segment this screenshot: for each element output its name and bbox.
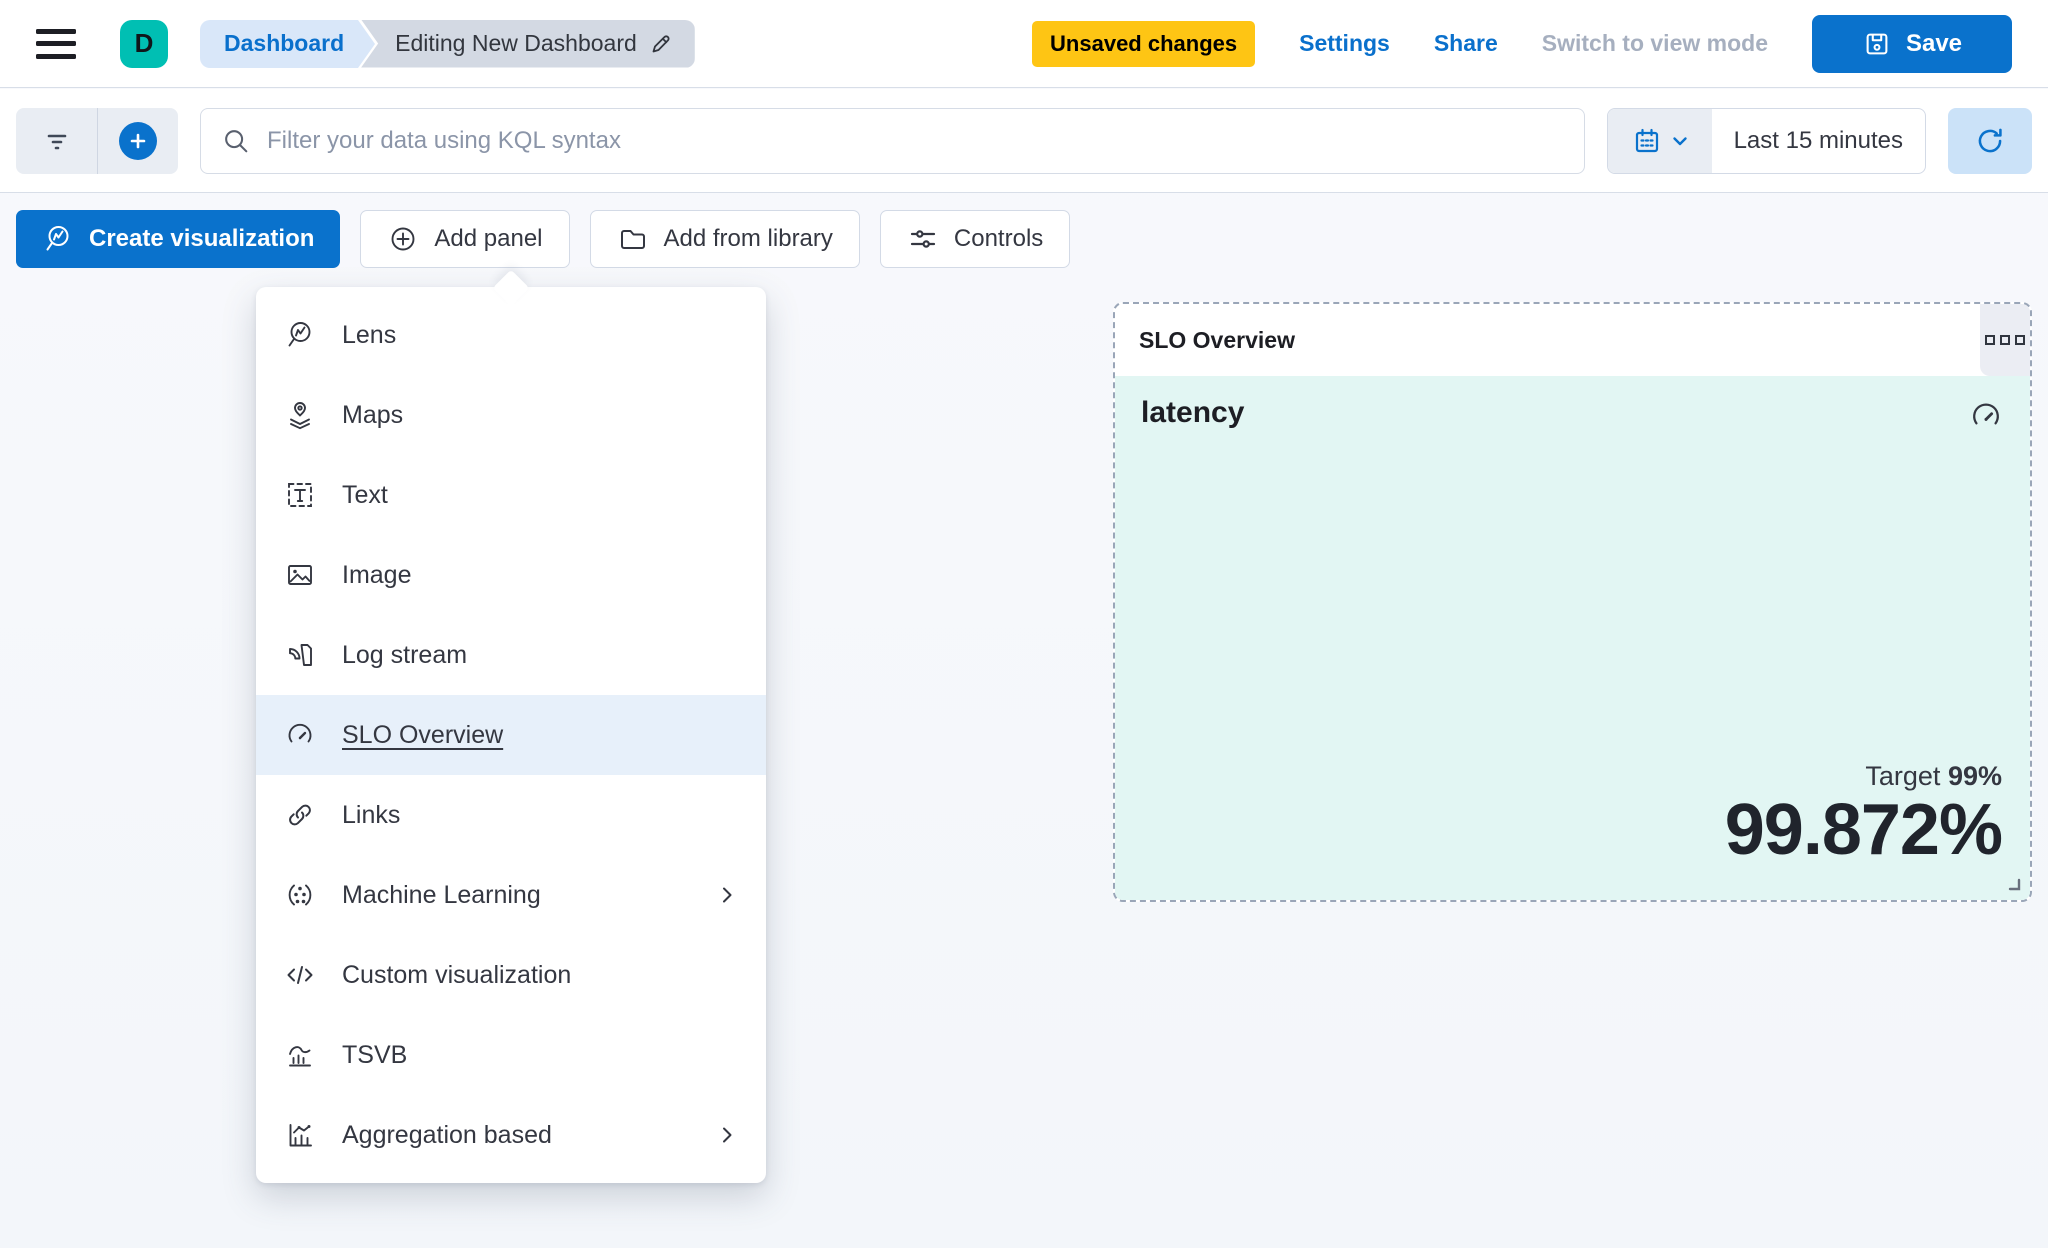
menu-item-label: Custom visualization xyxy=(342,960,572,989)
edit-toolbar: Create visualization Add panel Add from … xyxy=(16,210,1071,268)
date-picker-button[interactable] xyxy=(1607,108,1712,173)
menu-item-image[interactable]: Image xyxy=(256,535,766,615)
create-visualization-label: Create visualization xyxy=(89,225,315,252)
lens-icon xyxy=(284,319,316,351)
add-panel-menu: Lens Maps Text xyxy=(256,269,766,1183)
menu-item-label: Image xyxy=(342,560,412,589)
unsaved-changes-badge: Unsaved changes xyxy=(1032,20,1256,67)
controls-label: Controls xyxy=(953,225,1044,252)
slo-observed-value: 99.872% xyxy=(1724,790,2003,871)
add-from-library-button[interactable]: Add from library xyxy=(589,210,860,268)
machine-learning-icon xyxy=(284,879,316,911)
menu-item-tsvb[interactable]: TSVB xyxy=(256,1015,766,1095)
add-panel-label: Add panel xyxy=(434,225,543,252)
panel-resize-handle[interactable] xyxy=(2004,874,2022,892)
menu-item-label: Log stream xyxy=(342,640,468,669)
text-icon xyxy=(284,479,316,511)
chevron-right-icon xyxy=(716,884,738,906)
add-filter-button[interactable] xyxy=(97,107,178,174)
save-button-label: Save xyxy=(1905,29,1963,57)
time-picker: Last 15 minutes xyxy=(1606,107,1926,174)
panel-title: SLO Overview xyxy=(1139,326,1295,353)
gauge-icon xyxy=(284,719,316,751)
menu-item-label: SLO Overview xyxy=(342,720,504,749)
menu-item-custom-visualization[interactable]: Custom visualization xyxy=(256,935,766,1015)
menu-item-links[interactable]: Links xyxy=(256,775,766,855)
menu-item-slo-overview[interactable]: SLO Overview xyxy=(256,695,766,775)
tsvb-icon xyxy=(284,1039,316,1071)
save-floppy-icon xyxy=(1862,29,1892,59)
pencil-icon xyxy=(649,32,673,56)
breadcrumb-current-label: Editing New Dashboard xyxy=(395,30,637,56)
create-visualization-button[interactable]: Create visualization xyxy=(16,210,341,268)
kql-search-box xyxy=(200,107,1585,174)
filter-icon xyxy=(41,125,73,157)
link-icon xyxy=(284,799,316,831)
panel-options-button[interactable] xyxy=(1980,304,2030,376)
folder-icon xyxy=(617,223,649,255)
controls-sliders-icon xyxy=(907,223,939,255)
menu-hamburger-icon[interactable] xyxy=(36,28,76,59)
slo-metric-name: latency xyxy=(1141,396,1245,429)
top-bar-actions: Unsaved changes Settings Share Switch to… xyxy=(1032,14,2012,73)
plus-in-circle-icon xyxy=(387,223,419,255)
menu-item-label: Maps xyxy=(342,400,404,429)
breadcrumb-dashboard[interactable]: Dashboard xyxy=(200,19,359,68)
maps-icon xyxy=(284,399,316,431)
menu-item-label: Links xyxy=(342,800,401,829)
menu-item-label: Aggregation based xyxy=(342,1120,552,1149)
plus-icon xyxy=(119,121,157,160)
menu-item-label: TSVB xyxy=(342,1040,408,1069)
slo-values: Target 99% 99.872% xyxy=(1724,761,2003,871)
image-icon xyxy=(284,559,316,591)
menu-item-log-stream[interactable]: Log stream xyxy=(256,615,766,695)
save-button[interactable]: Save xyxy=(1812,14,2012,73)
gauge-icon xyxy=(1968,398,2004,434)
switch-to-view-mode-link[interactable]: Switch to view mode xyxy=(1541,30,1768,56)
menu-item-label: Text xyxy=(342,480,388,509)
menu-item-lens[interactable]: Lens xyxy=(256,295,766,375)
calendar-icon xyxy=(1631,125,1663,157)
refresh-icon xyxy=(1973,124,2007,158)
menu-item-aggregation-based[interactable]: Aggregation based xyxy=(256,1095,766,1175)
slo-target-label: Target xyxy=(1865,761,1941,792)
avatar[interactable]: D xyxy=(120,19,168,68)
slo-target: Target 99% xyxy=(1725,761,2002,792)
slo-target-value: 99% xyxy=(1947,761,2002,792)
refresh-button[interactable] xyxy=(1948,107,2032,174)
share-link[interactable]: Share xyxy=(1433,30,1498,56)
slo-overview-panel: SLO Overview latency Target 99% 99.872% xyxy=(1113,302,2032,902)
panel-header: SLO Overview xyxy=(1115,304,2030,376)
add-panel-button[interactable]: Add panel xyxy=(360,210,570,268)
menu-item-label: Machine Learning xyxy=(342,880,541,909)
settings-link[interactable]: Settings xyxy=(1299,30,1390,56)
chevron-right-icon xyxy=(716,1124,738,1146)
menu-item-maps[interactable]: Maps xyxy=(256,375,766,455)
code-icon xyxy=(284,959,316,991)
breadcrumb-current-title[interactable]: Editing New Dashboard xyxy=(361,19,695,68)
boxes-horizontal-icon xyxy=(1985,335,1995,345)
controls-button[interactable]: Controls xyxy=(879,210,1071,268)
log-stream-icon xyxy=(284,639,316,671)
breadcrumb: Dashboard Editing New Dashboard xyxy=(200,19,695,68)
search-icon xyxy=(221,126,251,156)
add-from-library-label: Add from library xyxy=(663,225,833,252)
menu-item-text[interactable]: Text xyxy=(256,455,766,535)
slo-metric-body[interactable]: latency Target 99% 99.872% xyxy=(1115,376,2030,900)
time-range-value[interactable]: Last 15 minutes xyxy=(1733,126,1903,154)
lens-app-icon xyxy=(42,223,74,255)
top-bar: D Dashboard Editing New Dashboard Unsave… xyxy=(0,0,2048,88)
menu-item-machine-learning[interactable]: Machine Learning xyxy=(256,855,766,935)
filter-icon-button[interactable] xyxy=(16,108,97,174)
filter-controls-group xyxy=(16,107,178,174)
chevron-down-icon xyxy=(1671,132,1689,150)
breadcrumb-separator xyxy=(358,19,376,68)
kql-search-input[interactable] xyxy=(267,126,1564,155)
aggregation-icon xyxy=(284,1119,316,1151)
query-bar: Last 15 minutes xyxy=(0,89,2048,193)
menu-item-label: Lens xyxy=(342,320,397,349)
